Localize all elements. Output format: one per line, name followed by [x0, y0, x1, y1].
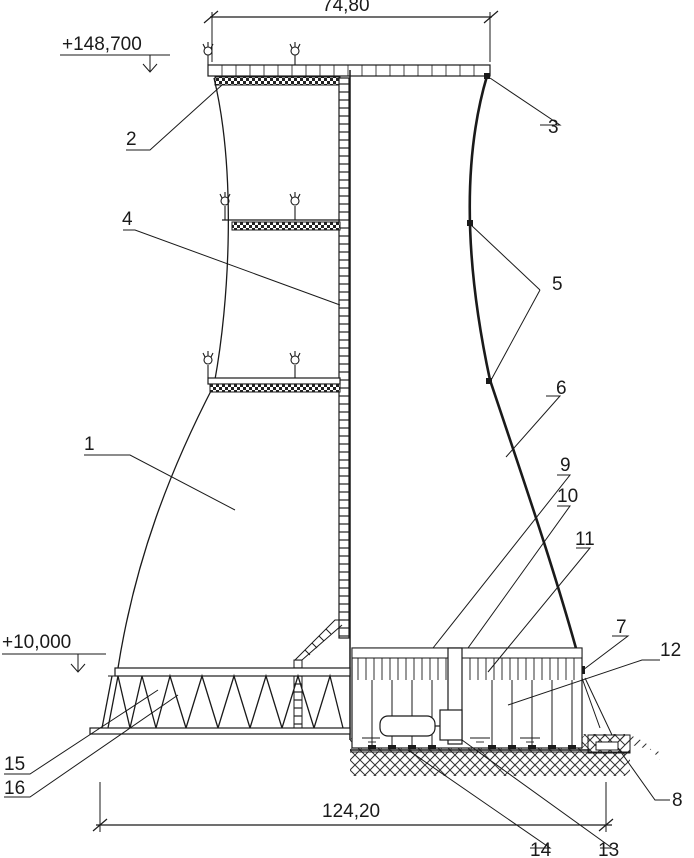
callout-1: 1	[84, 434, 95, 455]
callout-9: 9	[560, 455, 571, 476]
callout-2: 2	[126, 129, 137, 150]
ground	[350, 677, 660, 776]
callout-3: 3	[548, 117, 559, 138]
callout-12: 12	[660, 640, 681, 661]
top-dimension: 74,80	[203, 0, 499, 62]
callout-13: 13	[598, 840, 619, 858]
light-icon	[202, 351, 214, 378]
callout-11: 11	[575, 529, 595, 550]
ground-elevation-label: +10,000	[2, 632, 71, 653]
callout-6: 6	[556, 378, 567, 399]
callout-10: 10	[557, 486, 578, 507]
callout-14: 14	[530, 840, 552, 858]
shell-joints	[467, 73, 585, 674]
leader-lines	[4, 77, 670, 849]
light-icon	[202, 42, 214, 65]
middle-platform-lower	[207, 377, 341, 393]
callout-16: 16	[4, 778, 25, 799]
base-width-label: 124,20	[322, 801, 380, 822]
light-icon	[289, 351, 301, 378]
light-icon	[289, 192, 301, 220]
base-dimension: 124,20	[92, 782, 614, 832]
callout-4: 4	[122, 209, 133, 230]
top-elevation-marker: +148,700	[60, 34, 170, 73]
shell-left-outline	[117, 77, 229, 669]
callout-8: 8	[672, 790, 683, 811]
support-colonnade	[89, 667, 351, 735]
callout-7: 7	[616, 617, 627, 638]
central-ladder	[338, 77, 350, 639]
callout-5: 5	[552, 274, 563, 295]
obstruction-lights	[202, 42, 301, 378]
callout-15: 15	[4, 754, 25, 775]
callout-labels: 1 2 3 4 5 6 7 8 9 10 11 12 13 14 15 16	[4, 117, 683, 858]
middle-platform-upper	[222, 219, 341, 231]
top-width-label: 74,80	[322, 0, 370, 16]
top-platform	[207, 64, 491, 86]
light-icon	[289, 42, 301, 65]
light-icon	[219, 192, 231, 220]
ground-elevation-marker: +10,000	[2, 632, 106, 673]
top-elevation-label: +148,700	[62, 34, 142, 55]
